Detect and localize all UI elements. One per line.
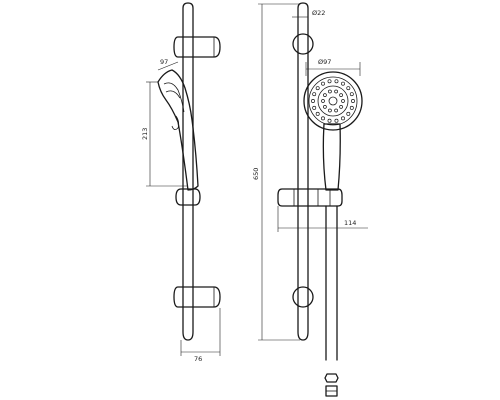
shower-head xyxy=(303,71,363,131)
nozzle xyxy=(328,89,332,94)
nozzle xyxy=(327,118,332,123)
nozzle xyxy=(315,111,320,116)
hose-offset-label: 114 xyxy=(344,219,356,227)
front-rail xyxy=(297,2,309,341)
side-bottom-bracket xyxy=(173,286,221,308)
nozzle xyxy=(323,93,327,97)
hand-shower-length-label: 213 xyxy=(141,128,149,140)
nozzle xyxy=(341,116,345,121)
hand-shower-handle xyxy=(322,123,341,191)
nozzle xyxy=(351,99,355,103)
side-view: 97 213 76 xyxy=(141,2,221,363)
nozzle xyxy=(321,116,325,121)
nozzle xyxy=(312,105,317,110)
bracket-depth-label: 76 xyxy=(194,355,202,363)
total-height-label: 650 xyxy=(252,168,260,180)
nozzle xyxy=(346,86,351,91)
nozzle xyxy=(311,99,315,103)
nozzle xyxy=(349,105,354,110)
side-slider xyxy=(175,188,201,206)
bar-diameter-label: Ø22 xyxy=(312,9,325,17)
front-slider xyxy=(277,188,343,207)
nozzle xyxy=(349,92,354,97)
nozzle xyxy=(315,86,320,91)
nozzle xyxy=(327,79,332,84)
nozzle xyxy=(334,108,338,113)
nozzle xyxy=(346,111,351,116)
nozzle xyxy=(341,99,345,103)
hose-connector xyxy=(324,373,339,397)
nozzle xyxy=(321,99,325,103)
nozzle xyxy=(321,81,325,86)
nozzle xyxy=(334,79,339,84)
head-width-label: 97 xyxy=(160,58,168,66)
shower-nozzles xyxy=(311,79,355,123)
hand-shower-profile xyxy=(157,69,199,191)
side-top-bracket xyxy=(173,36,221,58)
nozzle xyxy=(323,105,327,109)
nozzle xyxy=(334,118,339,123)
front-top-bracket xyxy=(292,33,314,55)
side-rail xyxy=(182,2,194,341)
nozzle xyxy=(339,93,343,97)
nozzle xyxy=(339,105,343,109)
nozzle xyxy=(328,108,332,113)
front-view: Ø22 Ø97 114 xyxy=(277,2,368,397)
total-height-dimension: 650 xyxy=(252,3,300,341)
nozzle xyxy=(341,81,345,86)
head-diameter-label: Ø97 xyxy=(318,58,331,66)
front-bottom-bracket xyxy=(292,286,314,308)
nozzle xyxy=(334,89,338,94)
nozzle xyxy=(312,92,317,97)
